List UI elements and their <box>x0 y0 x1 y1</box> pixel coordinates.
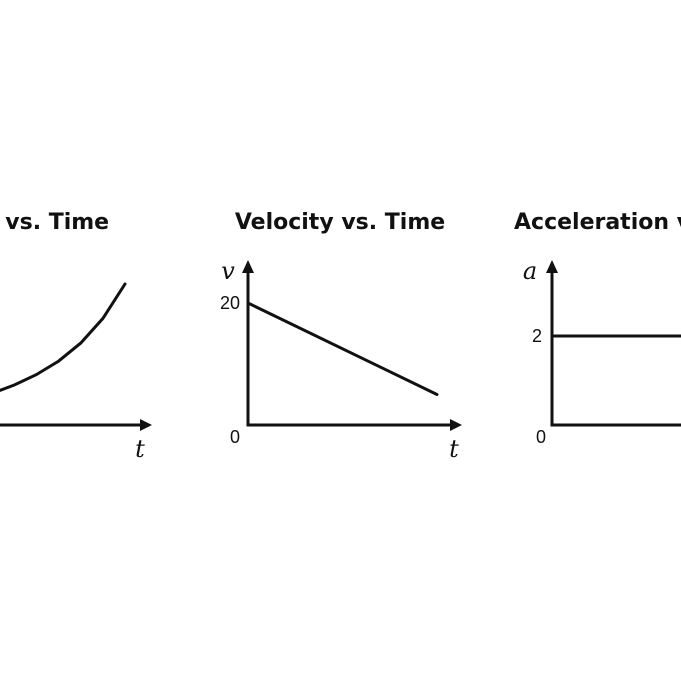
velocity-title: Velocity vs. Time <box>235 210 445 235</box>
position-x-arrow <box>140 419 152 431</box>
velocity-x-label: t <box>449 435 459 463</box>
velocity-tick-0: 0 <box>230 427 240 447</box>
acceleration-panel: Acceleration vs. Time a 2 0 <box>514 210 681 447</box>
velocity-x-arrow <box>450 419 462 431</box>
velocity-y-arrow <box>242 260 254 273</box>
velocity-line <box>246 301 439 396</box>
velocity-tick-20: 20 <box>220 293 240 313</box>
acceleration-title: Acceleration vs. Time <box>514 210 681 235</box>
velocity-panel: Velocity vs. Time v t 20 0 <box>220 210 462 463</box>
acceleration-y-label: a <box>523 257 537 285</box>
position-curve <box>0 282 127 392</box>
position-x-label: t <box>135 435 145 463</box>
position-title: Position vs. Time <box>0 210 109 235</box>
acceleration-y-arrow <box>546 260 558 273</box>
acceleration-tick-2: 2 <box>532 326 542 346</box>
position-panel: Position vs. Time t <box>0 210 152 463</box>
velocity-y-label: v <box>221 257 235 285</box>
acceleration-tick-0: 0 <box>536 427 546 447</box>
